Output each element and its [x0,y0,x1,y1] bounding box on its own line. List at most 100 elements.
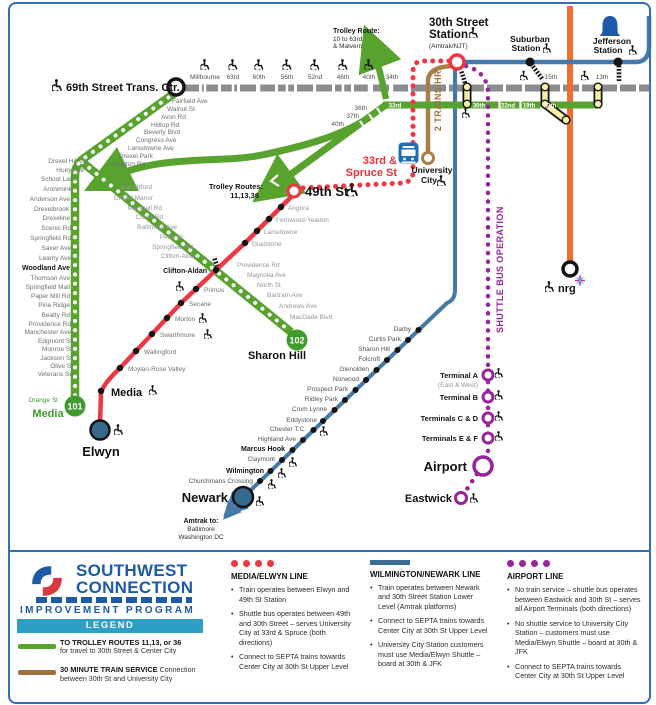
accessibility-icon [52,79,62,91]
station-label: Millbourne [190,74,220,81]
route-101-terminus-label: Media [32,408,64,420]
trolley-green-lines [84,24,601,203]
station-label: Scenic Rd [41,225,71,232]
trolley10-note3: & Malvern [333,43,363,50]
station-label: Marshall Rd [127,205,162,212]
station-label: Folcroft [358,356,380,363]
station-label: Bartram Ave [267,292,303,299]
market-frankford-line [183,84,649,92]
station-label: Ridley Park [305,396,339,403]
legend-col-airport-title: AIRPORT LINE [507,572,564,581]
station-label: Creek Rd [136,214,164,221]
railroad-track-graphic [36,597,192,603]
accessibility-icon [581,70,589,81]
station-label: Terminals E & F [422,434,479,443]
station-label: Curtis Park [369,336,402,343]
accessibility-icon [114,424,123,435]
station-label: Sharon Hill [358,346,390,353]
station-label: Media [111,387,143,399]
legend: SOUTHWEST CONNECTION IMPROVEMENT PROGRAM… [0,553,656,705]
station-label: Crum Lynne [292,406,328,413]
trolley1136-note: Trolley Routes: [209,182,263,191]
accessibility-icon [200,59,210,70]
accessibility-icon [462,108,470,118]
legend-bullet: Connect to SEPTA trains towards Center C… [507,662,643,681]
program-title2: CONNECTION [76,578,194,597]
station-label: Fernwood-Yeadon [276,217,329,224]
legend-item-trolley-rest: for travel to 30th Street & Center City [60,647,177,655]
station-label: Saxer Ave [41,245,71,252]
station-label: Paper Mill Rd [31,293,70,300]
station-label: Terminal A [440,371,479,380]
station-label: Swarthmore [160,332,195,339]
station-label: Drexelbrook [34,206,70,213]
station-label: Clifton-Aldan [163,268,207,275]
station-label: Wallingford [144,349,177,356]
station-label: Drexel Park [119,153,154,160]
icons [52,16,637,506]
station-label: 63rd [226,74,239,81]
septa-sw-logo-icon [32,566,62,596]
station-label: Thomson Ave [30,275,70,282]
accessibility-icon [364,59,374,70]
station-label: Springfield Mall [26,284,71,291]
accessibility-icon [282,59,292,70]
station-label: Springfield Rd [152,244,193,251]
station-label: Drexeline [43,215,71,222]
station-dots [97,57,623,484]
station-label: Prospect Park [307,386,349,393]
media-shuttle-dotted-line [299,58,452,191]
two-trains-label: 2 TRAINS/HR [433,70,443,131]
station-label: Claymont [248,456,276,463]
station-label: 37th [346,113,359,120]
accessibility-icon [545,281,554,292]
station-label: Veterans Sq [38,371,74,378]
university-city-label: University [411,165,452,175]
accessibility-icon [520,70,528,81]
station-label: 46th [337,74,350,81]
station-circles [89,53,579,520]
station-label: 22nd [501,104,515,110]
station-label: Pine Ridge [38,302,70,309]
newark-terminus-label: Newark [182,490,229,505]
legend-bullet: Train operates between Newark and 30th S… [370,583,492,612]
station-label: School Lane [41,176,78,183]
station-label: Marcus Hook [241,446,285,453]
station-30th-label2: Station [429,29,468,41]
station-label: 13th [544,104,557,110]
accessibility-icon [199,313,207,323]
station-label: Olive St [50,363,73,370]
station-label: Anderson Ave [30,196,71,203]
station-label: Woodland Ave [22,265,70,272]
elwyn-terminus-label: Elwyn [82,444,120,459]
station-label: Irvington Rd [110,161,145,168]
accessibility-icon [629,45,637,55]
accessibility-icon [289,457,297,467]
route-102-terminus-label: Sharon Hill [248,350,306,362]
station-label: Hilltop Rd [151,122,180,129]
station-label: 33rd [389,104,402,110]
eastwick-label: Eastwick [405,493,453,505]
legend-bullet: Train operates between Elwyn and 49th St… [231,585,353,604]
accessibility-icon [254,59,264,70]
purple-dots-swatch [507,560,643,567]
station-label: 15th [545,74,558,81]
accessibility-icon [268,479,276,489]
legend-col-wilmington: WILMINGTON/NEWARK LINE Train operates be… [370,560,492,674]
station-label: Lansdowne [264,229,298,236]
accessibility-icon [228,59,238,70]
transfer-hatches [211,63,622,267]
accessibility-icon [256,496,264,506]
trolley1136-note2: 11,13,36 [230,191,259,200]
station-label: Moylan-Rose Valley [128,366,186,373]
accessibility-icon [347,183,358,197]
accessibility-icon [495,411,503,421]
legend-bullet: University City Station customers must u… [370,640,492,669]
station-label: Gladstone [252,241,282,248]
station-label: Secane [189,301,211,308]
station-label: MacDade Blvd [290,314,333,321]
station-label: Providence Rd [28,321,71,328]
station-label: Aronimink [43,186,73,193]
university-city-connector-line [425,63,453,152]
labels: 30th Street Station (Amtrak/NJT) Suburba… [22,17,631,541]
